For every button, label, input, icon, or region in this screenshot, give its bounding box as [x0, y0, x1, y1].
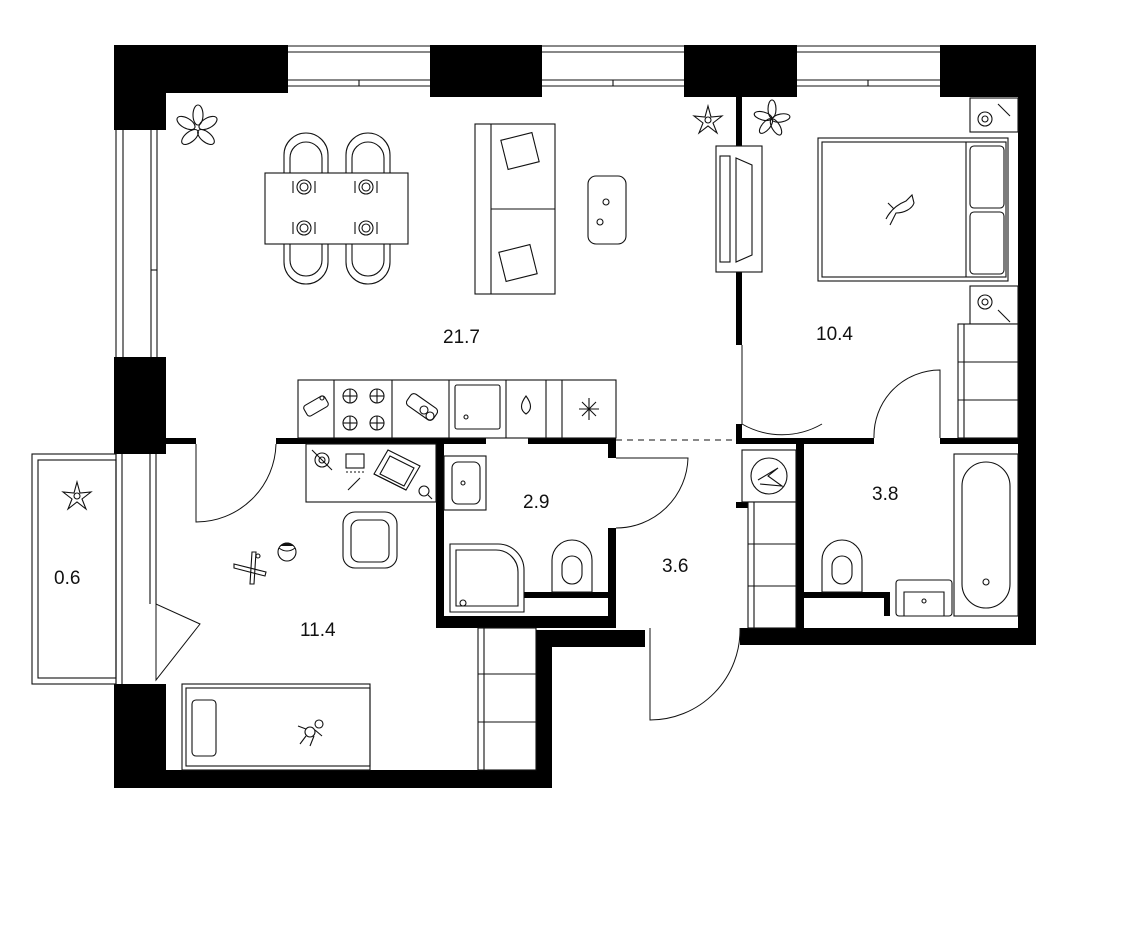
office-chair-icon [342, 511, 398, 569]
teddy-icon [297, 719, 324, 747]
area-hallway: 3.6 [662, 556, 688, 577]
balcony [31, 453, 117, 685]
door-bathroom-small [615, 457, 689, 529]
ball-icon [277, 542, 297, 562]
cutting-board-icon [303, 395, 329, 417]
area-living-kitchen: 21.7 [443, 327, 480, 348]
window-top-middle [542, 45, 684, 87]
boiler-icon [741, 449, 797, 503]
fridge-icon [579, 398, 599, 420]
toy-plane-icon [233, 551, 267, 585]
dish-rack-icon [405, 393, 439, 421]
plant-icon [753, 99, 791, 136]
door-entrance [649, 627, 741, 721]
windows [115, 45, 940, 684]
window-balcony [115, 454, 157, 684]
shower-icon [449, 543, 525, 613]
door-bathroom-large [873, 369, 941, 439]
toilet-icon [551, 539, 593, 593]
stove-icon [342, 388, 385, 431]
wardrobe-icon [957, 323, 1019, 439]
door-balcony [155, 603, 201, 682]
nightstand-icon [969, 97, 1019, 133]
doors [155, 345, 941, 721]
laptop-icon [373, 449, 421, 491]
coffee-table-icon [587, 175, 627, 245]
double-bed-icon [817, 137, 1009, 282]
sink-icon [454, 384, 501, 430]
washbasin-icon [443, 455, 487, 511]
sofa-icon [474, 123, 556, 295]
kitchen-counter-icon [297, 379, 617, 439]
plant-icon [61, 479, 93, 511]
area-bathroom-large: 3.8 [872, 484, 898, 505]
nightstand-icon [969, 285, 1019, 325]
bathtub-icon [953, 453, 1019, 617]
area-balcony: 0.6 [54, 568, 80, 589]
window-left [115, 130, 158, 357]
single-bed-icon [181, 683, 371, 771]
plant-icon [176, 104, 218, 146]
area-bathroom-small: 2.9 [523, 492, 549, 513]
door-kids-room [195, 443, 277, 523]
wardrobe-icon [477, 627, 537, 771]
window-top-right [797, 45, 940, 87]
area-bedroom: 10.4 [816, 324, 853, 345]
area-kids-room: 11.4 [300, 620, 336, 641]
cat-icon [885, 193, 915, 226]
wardrobe-icon [747, 501, 797, 629]
door-bedroom [741, 345, 823, 436]
dining-table-icon [264, 132, 409, 285]
walls [114, 45, 1036, 788]
room-labels: 21.7 10.4 2.9 3.6 3.8 0.6 11.4 [54, 324, 898, 641]
plant-icon [692, 103, 724, 135]
toilet-icon [821, 539, 863, 593]
washbasin-icon [895, 579, 953, 617]
window-top-left [288, 45, 430, 87]
faucet-icon [520, 395, 532, 415]
tv-stand-icon [715, 145, 763, 273]
